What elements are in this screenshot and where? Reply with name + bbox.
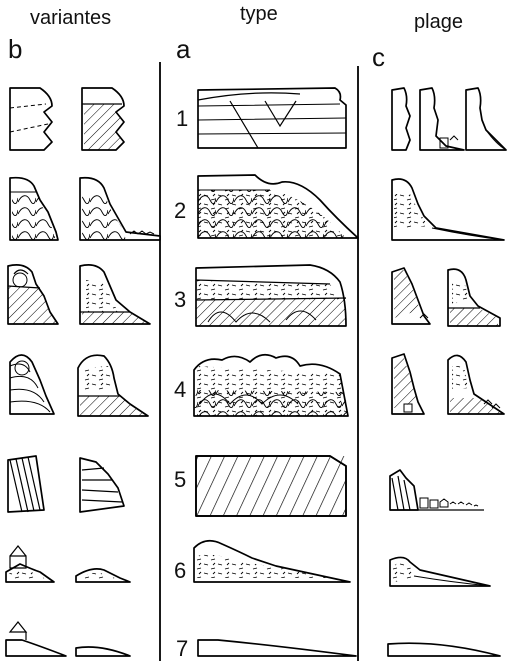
type-5-sketch [196, 456, 346, 516]
type-7-sketch [198, 640, 356, 656]
variant-1-left [10, 88, 52, 150]
beach-1-sketch-a [392, 88, 410, 150]
variant-7-right [76, 647, 130, 656]
type-3-sketch [196, 265, 346, 326]
beach-1-sketch-b [420, 88, 464, 150]
type-6-sketch [194, 541, 350, 582]
variant-5-left [8, 456, 44, 512]
beach-5-sketch [390, 470, 484, 510]
beach-3-sketch-b [448, 269, 500, 326]
variant-5-right [80, 458, 124, 512]
beach-4-sketch-a [392, 354, 424, 414]
type-1-sketch [198, 88, 346, 148]
beach-6-sketch [390, 557, 490, 586]
type-4-sketch [194, 355, 348, 416]
variant-1-right [82, 88, 124, 150]
beach-2-sketch [392, 179, 504, 240]
beach-4-sketch-b [448, 355, 504, 414]
variant-7-left [6, 622, 66, 656]
variant-6-left [6, 546, 54, 582]
beach-7-sketch [388, 643, 500, 656]
variant-6-right [76, 569, 130, 582]
variant-4-left [10, 355, 54, 414]
beach-3-sketch-a [392, 268, 430, 324]
variant-3-right [80, 265, 150, 324]
variant-3-left [8, 265, 58, 324]
type-2-sketch [198, 175, 358, 238]
variant-4-right [78, 355, 148, 416]
beach-1-sketch-c [466, 88, 506, 150]
variant-2-right [80, 178, 160, 240]
variant-2-left [10, 178, 58, 240]
